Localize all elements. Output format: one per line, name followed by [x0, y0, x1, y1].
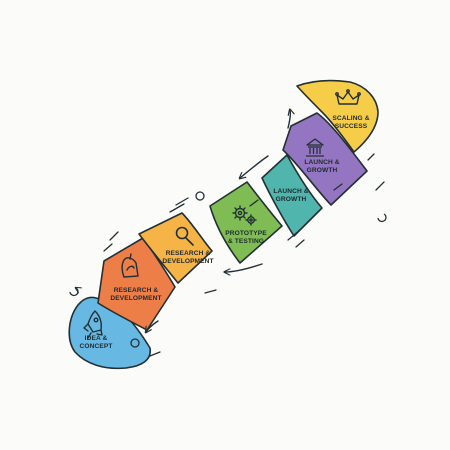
decor-circle-1 — [195, 191, 205, 201]
gears-icon — [232, 205, 257, 226]
stage-1-block — [68, 296, 151, 370]
stage-1-label: IDEA & CONCEPT — [79, 335, 113, 350]
decor-loop-1 — [69, 288, 78, 297]
stage-6-label: LAUNCH & GROWTH — [304, 159, 340, 174]
stage-4-label: PROTOTYPE & TESTING — [225, 230, 267, 245]
stage-4-block — [209, 181, 283, 264]
magnifier-icon — [175, 226, 194, 246]
flow-arrow-bottom — [146, 320, 159, 332]
stage-5-label: LAUNCH & GROWTH — [273, 188, 309, 203]
decor-circle-2 — [130, 338, 140, 348]
crown-icon — [335, 89, 361, 105]
stage-5-block — [261, 154, 323, 237]
rocket-icon — [83, 310, 103, 339]
stage-3-block — [138, 212, 213, 284]
stage-7-label: SCALING & SUCCESS — [332, 115, 370, 130]
flask-icon — [121, 253, 139, 278]
bank-icon — [306, 138, 324, 157]
sketch-dashes — [103, 153, 385, 357]
stage-2-label: RESEARCH & DEVELOPMENT — [110, 287, 162, 302]
flow-arrow-upper — [240, 155, 269, 178]
decor-loop-2 — [377, 213, 387, 223]
stage-3-label: RESEARCH & DEVELOPMENT — [162, 250, 214, 265]
flow-arrow-lower — [225, 263, 263, 272]
flow-arrow-top — [287, 110, 290, 129]
stage-6-block — [282, 112, 368, 206]
